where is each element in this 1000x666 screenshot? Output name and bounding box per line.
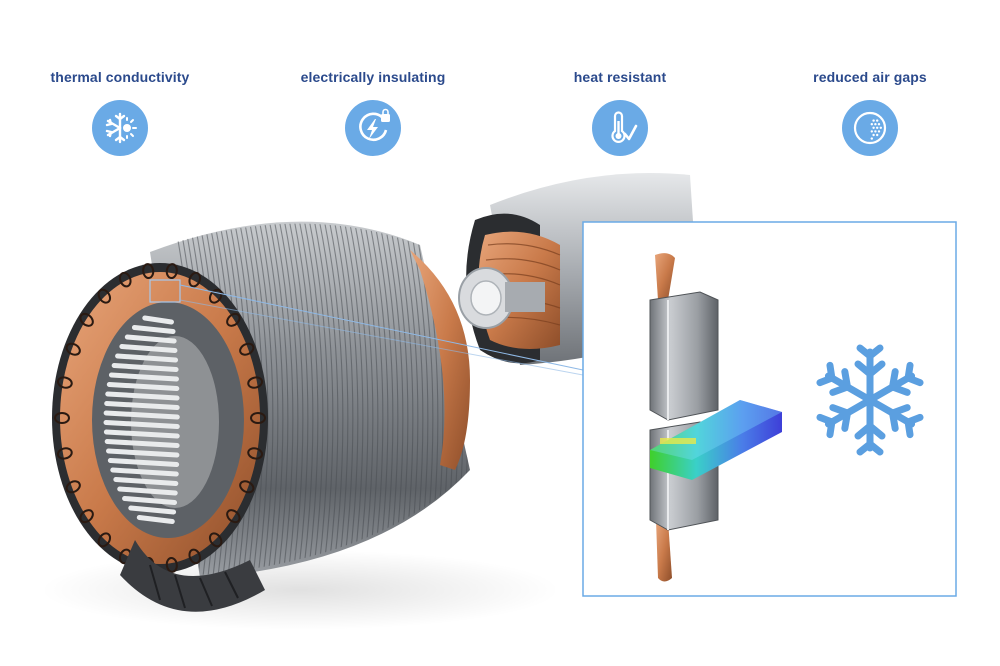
dotted-circle-icon (842, 100, 898, 156)
feature-reduced-air-gaps: reduced air gaps (760, 66, 980, 156)
snowflake-sun-icon (92, 100, 148, 156)
feature-label: heat resistant (573, 69, 667, 85)
lightning-lock-icon (345, 100, 401, 156)
feature-label: reduced air gaps (813, 69, 927, 85)
detail-inset (582, 221, 957, 597)
feature-thermal-conductivity: thermal conductivity (10, 66, 230, 156)
thermometer-check-icon (592, 100, 648, 156)
stator (52, 221, 470, 612)
feature-label: thermal conductivity (50, 69, 190, 85)
feature-electrically-insulating: electrically insulating (263, 66, 483, 156)
snowflake-icon (816, 344, 924, 456)
feature-heat-resistant: heat resistant (510, 66, 730, 156)
feature-label: electrically insulating (300, 69, 446, 85)
